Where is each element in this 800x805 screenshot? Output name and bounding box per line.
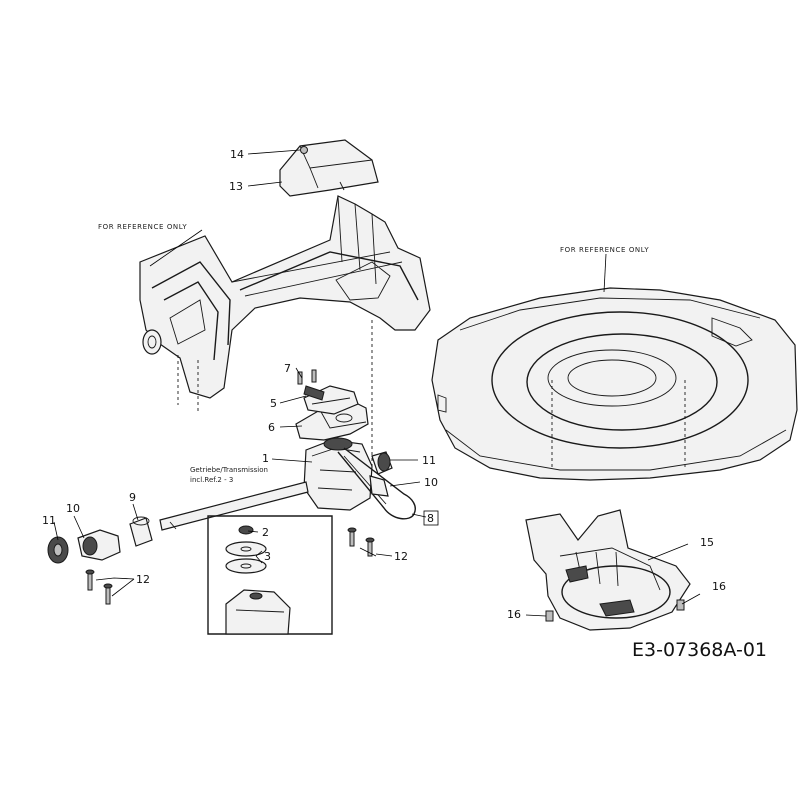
transmission-note-line-1: Getriebe/Transmission (190, 466, 268, 474)
bottom-bolt (347, 527, 375, 557)
callout-3: 3 (264, 550, 271, 563)
drawing-code: E3-07368A-01 (632, 639, 767, 661)
cover-screw (300, 146, 308, 154)
spring-pin (297, 369, 325, 401)
callout-13: 13 (229, 180, 243, 193)
callout-11-right: 11 (422, 454, 436, 467)
bushing (129, 516, 153, 547)
shield-screw-left (545, 610, 554, 622)
leader-lines (53, 149, 701, 617)
callout-16-left: 16 (507, 608, 521, 621)
reference-label-deck: FOR REFERENCE ONLY (560, 246, 649, 254)
callout-10-left: 10 (66, 502, 80, 515)
shield-screw-right (676, 599, 685, 611)
drive-shaft (159, 481, 309, 531)
transmission-gearbox (303, 437, 373, 511)
callout-8: 8 (427, 512, 434, 525)
callout-9: 9 (129, 491, 136, 504)
transmission-note-line-2: incl.Ref.2 - 3 (190, 476, 233, 484)
callout-6: 6 (268, 421, 275, 434)
callout-12-left: 12 (136, 573, 150, 586)
left-pawl (77, 529, 121, 561)
rear-shield (525, 509, 691, 631)
callout-15: 15 (700, 536, 714, 549)
drive-belt (337, 447, 416, 520)
left-bolts (85, 569, 113, 605)
callout-11-left: 11 (42, 514, 56, 527)
callout-7: 7 (284, 362, 291, 375)
left-wheel-gear (47, 536, 69, 564)
right-wheel-gear (371, 451, 393, 475)
callout-1: 1 (262, 452, 269, 465)
top-cover (279, 139, 379, 197)
mower-deck (431, 287, 798, 481)
callout-16-right: 16 (712, 580, 726, 593)
rear-frame-assembly (139, 195, 431, 470)
detail-inset (207, 515, 333, 635)
callout-12-right: 12 (394, 550, 408, 563)
callout-5: 5 (270, 397, 277, 410)
callout-14: 14 (230, 148, 244, 161)
reference-label-frame: FOR REFERENCE ONLY (98, 223, 187, 231)
right-pawl (369, 475, 389, 497)
callout-2: 2 (262, 526, 269, 539)
callout-10-right: 10 (424, 476, 438, 489)
